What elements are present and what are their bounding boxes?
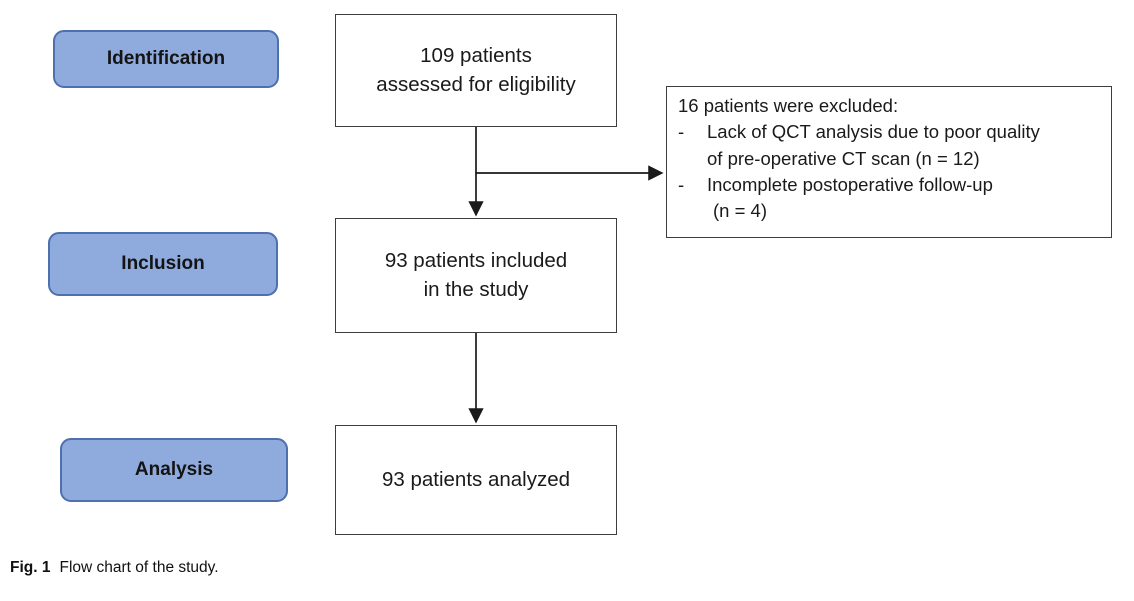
stage-label-inclusion: Inclusion — [121, 253, 205, 274]
stage-label-identification: Identification — [106, 48, 226, 69]
exclusion-reason-continuation: (n = 4) — [713, 200, 767, 222]
exclusion-reason: - Lack of QCT analysis due to poor quali… — [678, 119, 1103, 145]
flow-box-line: 93 patients analyzed — [381, 467, 571, 491]
flow-box-analyzed: 93 patients analyzed — [335, 425, 617, 535]
flow-box-assessed-for-eligibility: 109 patients assessed for eligibility — [335, 14, 617, 127]
flow-box-line: 109 patients — [420, 44, 532, 68]
exclusion-title: 16 patients were excluded: — [678, 95, 899, 116]
exclusion-reason-continuation: of pre-operative CT scan (n = 12) — [707, 147, 980, 169]
figure-caption-label: Fig. 1 — [10, 559, 51, 576]
exclusion-bullet: - — [678, 121, 685, 143]
exclusion-reason-text: Lack of QCT analysis due to poor quality — [707, 121, 1040, 143]
exclusion-reason: - Incomplete postoperative follow-up — [678, 172, 1103, 198]
flow-box-line: in the study — [423, 277, 529, 301]
stage-label-analysis: Analysis — [134, 459, 214, 480]
figure-caption-text: Flow chart of the study. — [59, 559, 219, 576]
stage-box-identification: Identification — [53, 30, 279, 88]
flow-box-line: 93 patients included — [384, 249, 568, 273]
flow-box-included-in-study: 93 patients included in the study — [335, 218, 617, 333]
flow-box-line: assessed for eligibility — [376, 72, 576, 96]
figure-caption: Fig. 1 Flow chart of the study. — [10, 559, 219, 577]
stage-box-analysis: Analysis — [60, 438, 288, 502]
stage-box-inclusion: Inclusion — [48, 232, 278, 296]
exclusion-reason-text: Incomplete postoperative follow-up — [707, 173, 993, 195]
exclusion-box: 16 patients were excluded: - Lack of QCT… — [666, 86, 1112, 238]
exclusion-bullet: - — [678, 173, 685, 195]
